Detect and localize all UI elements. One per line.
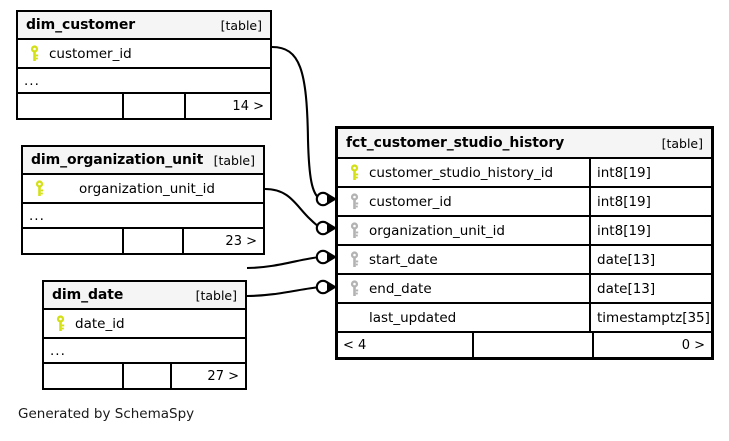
column-name-cell: customer_studio_history_id <box>338 159 589 186</box>
column-name-text: organization_unit_id <box>79 180 215 197</box>
footer-left-cell <box>44 364 122 388</box>
cardinality-circle-start-date <box>315 249 331 265</box>
table-type-tag: [table] <box>220 17 262 33</box>
foreign-key-icon <box>345 222 364 239</box>
column-name-cell: customer_id <box>338 188 589 215</box>
column-name-cell: customer_id <box>18 40 270 67</box>
table-type-tag: [table] <box>213 152 255 168</box>
foreign-key-icon <box>345 251 364 268</box>
column-name-text: customer_id <box>49 45 132 62</box>
column-name-text: last_updated <box>369 309 457 326</box>
column-name-cell: date_id <box>44 310 245 337</box>
table-footer-dim-date: 27 > <box>44 364 245 388</box>
foreign-key-icon <box>345 193 364 210</box>
footer-parent-count[interactable]: < 4 <box>343 337 367 353</box>
table-title: fct_customer_studio_history <box>346 135 565 151</box>
table-dim-customer[interactable]: dim_customer [table] customer_id <box>16 10 272 120</box>
footer-child-count[interactable]: 14 > <box>184 94 270 118</box>
table-header-fct-customer-studio-history: fct_customer_studio_history [table] <box>338 129 711 159</box>
footer-mid-cell <box>122 229 182 253</box>
ellipsis-text: ... <box>50 342 66 359</box>
cardinality-circle-organization-unit <box>315 220 331 236</box>
cardinality-circle-end-date <box>315 279 331 295</box>
table-row[interactable]: customer_studio_history_id int8[19] <box>338 159 711 188</box>
table-header-dim-date: dim_date [table] <box>44 282 245 310</box>
column-name-text: customer_id <box>369 193 452 210</box>
table-title: dim_customer <box>26 17 136 33</box>
primary-key-icon <box>345 164 364 181</box>
table-row[interactable]: date_id <box>44 310 245 339</box>
table-row[interactable]: last_updated timestamptz[35] <box>338 304 711 333</box>
relationship-line-organization-unit <box>264 187 321 229</box>
table-title: dim_date <box>52 287 124 303</box>
table-dim-date[interactable]: dim_date [table] date_id ... <box>42 280 247 390</box>
column-type-text: timestamptz[35] <box>589 304 711 331</box>
footer-child-count[interactable]: 0 > <box>592 333 711 357</box>
footer-left-cell <box>23 229 122 253</box>
table-footer-dim-customer: 14 > <box>18 94 270 118</box>
column-type-text: int8[19] <box>589 217 711 244</box>
table-row[interactable]: organization_unit_id <box>23 175 263 204</box>
table-row[interactable]: customer_id <box>18 40 270 69</box>
table-more-columns-indicator: ... <box>23 204 263 229</box>
column-name-cell: organization_unit_id <box>23 175 263 202</box>
footer-mid-cell <box>122 94 184 118</box>
column-type-text: date[13] <box>589 246 711 273</box>
table-more-columns-indicator: ... <box>44 339 245 364</box>
table-header-dim-customer: dim_customer [table] <box>18 12 270 40</box>
table-type-tag: [table] <box>195 287 237 303</box>
primary-key-icon <box>30 180 49 197</box>
column-name-text: organization_unit_id <box>369 222 505 239</box>
footer-mid-cell <box>122 364 170 388</box>
table-footer-fct-customer-studio-history: < 4 0 > <box>338 333 711 357</box>
column-type-text: int8[19] <box>589 188 711 215</box>
footer-left-cell <box>18 94 122 118</box>
table-more-columns-indicator: ... <box>18 69 270 94</box>
ellipsis-text: ... <box>29 207 45 224</box>
table-type-tag: [table] <box>661 135 703 151</box>
table-row[interactable]: start_date date[13] <box>338 246 711 275</box>
table-row[interactable]: organization_unit_id int8[19] <box>338 217 711 246</box>
table-header-dim-organization-unit: dim_organization_unit [table] <box>23 147 263 175</box>
cardinality-circle-customer <box>315 191 331 207</box>
column-name-cell: start_date <box>338 246 589 273</box>
relationship-line-end-date <box>246 285 321 298</box>
column-type-text: date[13] <box>589 275 711 302</box>
table-footer-dim-organization-unit: 23 > <box>23 229 263 253</box>
column-name-text: end_date <box>369 280 432 297</box>
column-name-text: customer_studio_history_id <box>369 164 554 181</box>
table-fct-customer-studio-history[interactable]: fct_customer_studio_history [table] cust… <box>335 126 714 360</box>
primary-key-icon <box>25 45 44 62</box>
generated-by-caption: Generated by SchemaSpy <box>18 406 195 422</box>
primary-key-icon <box>51 315 70 332</box>
relationship-line-start-date <box>246 255 321 270</box>
column-name-cell: last_updated <box>338 304 589 331</box>
column-name-text: start_date <box>369 251 438 268</box>
column-name-text: date_id <box>75 315 125 332</box>
footer-child-count[interactable]: 27 > <box>170 364 245 388</box>
foreign-key-icon <box>345 280 364 297</box>
column-name-cell: organization_unit_id <box>338 217 589 244</box>
column-name-cell: end_date <box>338 275 589 302</box>
footer-child-count[interactable]: 23 > <box>182 229 263 253</box>
column-type-text: int8[19] <box>589 159 711 186</box>
table-title: dim_organization_unit <box>31 152 204 168</box>
relationship-line-customer <box>271 45 321 200</box>
ellipsis-text: ... <box>24 72 40 89</box>
footer-mid-cell <box>472 333 592 357</box>
table-row[interactable]: customer_id int8[19] <box>338 188 711 217</box>
table-dim-organization-unit[interactable]: dim_organization_unit [table] organizati… <box>21 145 265 255</box>
table-row[interactable]: end_date date[13] <box>338 275 711 304</box>
